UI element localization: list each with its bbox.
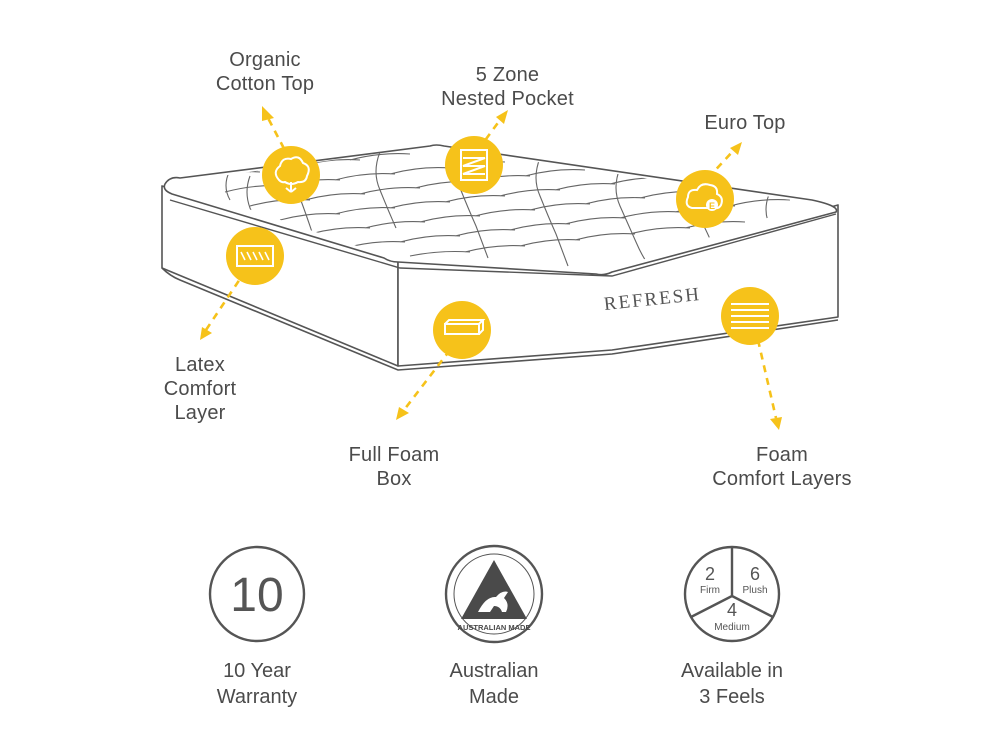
label-euro-top: Euro Top xyxy=(704,112,786,134)
foam-box-icon xyxy=(433,301,491,359)
arrow-organic-cotton-top xyxy=(266,117,292,161)
mattress-top-surface xyxy=(163,144,838,276)
feel-firm-number: 2 xyxy=(705,564,715,584)
australian-made-badge: AUSTRALIAN MADE xyxy=(444,544,544,644)
feel-medium-number: 4 xyxy=(727,600,737,620)
spring-icon xyxy=(445,136,503,194)
latex-layer-icon xyxy=(226,227,284,285)
label-latex-comfort-layer: Latex Comfort Layer xyxy=(163,354,237,424)
kangaroo-triangle-icon xyxy=(461,560,527,619)
feel-plush-number: 6 xyxy=(750,564,760,584)
arrow-heads xyxy=(200,106,782,430)
australian-made-caption: Australian Made xyxy=(449,660,539,708)
feel-firm-label: Firm xyxy=(700,585,720,596)
euro-top-icon: E xyxy=(676,170,734,228)
australian-made-logo-text: AUSTRALIAN MADE xyxy=(458,623,531,632)
feels-caption: Available in 3 Feels xyxy=(681,660,783,708)
label-organic-cotton-top: Organic Cotton Top xyxy=(215,49,315,95)
label-foam-comfort-layers: Foam Comfort Layers xyxy=(712,444,852,490)
foam-layers-icon xyxy=(721,287,779,345)
label-full-foam-box: Full Foam Box xyxy=(348,444,440,490)
arrow-foam-layers xyxy=(756,339,778,419)
warranty-number: 10 xyxy=(230,569,283,622)
warranty-badge: 10 xyxy=(208,545,306,643)
label-five-zone-nested-pocket: 5 Zone Nested Pocket xyxy=(441,64,574,110)
warranty-caption: 10 Year Warranty xyxy=(216,660,298,708)
feels-badge: 2 Firm 6 Plush 4 Medium xyxy=(683,545,781,643)
feel-medium-label: Medium xyxy=(714,622,750,633)
feel-plush-label: Plush xyxy=(742,585,767,596)
cotton-icon xyxy=(262,146,320,204)
svg-text:E: E xyxy=(709,201,715,211)
